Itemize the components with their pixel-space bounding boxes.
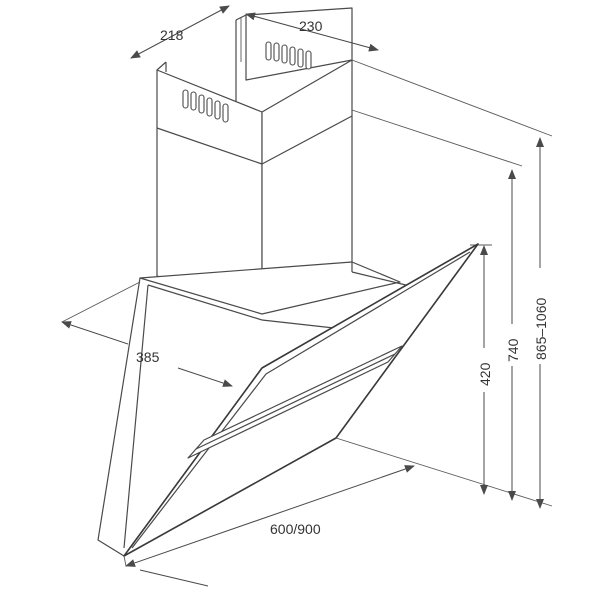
vent-slots-front — [182, 89, 229, 123]
dim-label-230: 230 — [299, 18, 323, 34]
dim-label-385: 385 — [136, 349, 160, 365]
extension-lines — [61, 18, 553, 507]
dim-label-865-1060: 865–1060 — [533, 297, 549, 360]
dim-hood-depth: 385 — [61, 321, 233, 387]
dim-label-600-900: 600/900 — [270, 521, 321, 537]
dim-glass-height: 420 — [477, 245, 493, 495]
dim-label-740: 740 — [505, 338, 521, 362]
dim-total-height: 865–1060 — [533, 137, 549, 509]
dim-chimney-depth: 218 — [130, 5, 230, 59]
dim-chimney-width: 230 — [245, 12, 379, 52]
hood-top-plate — [139, 261, 401, 315]
dim-hood-width: 600/900 — [123, 465, 415, 587]
dim-label-420: 420 — [477, 362, 493, 386]
dim-body-height: 740 — [505, 169, 521, 501]
chimney-lower — [156, 59, 353, 313]
dim-label-218: 218 — [160, 27, 184, 43]
